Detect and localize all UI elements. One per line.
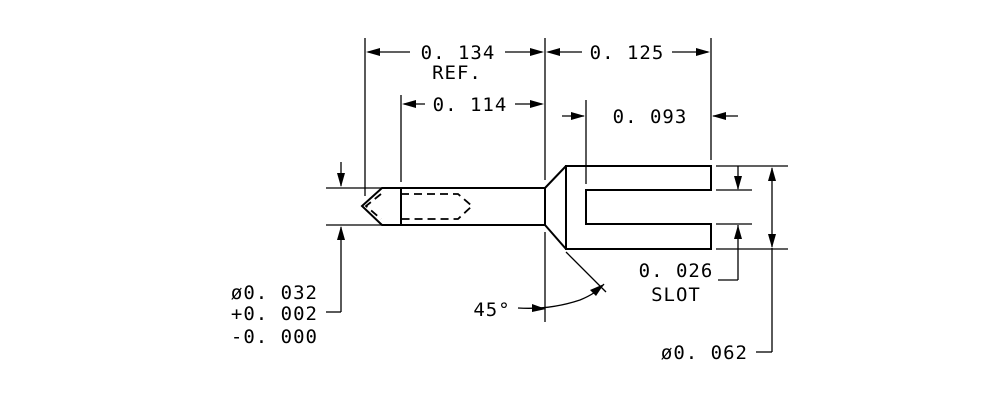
ref-length-value: 0. 134 — [421, 42, 496, 64]
dim-fork-length — [546, 48, 710, 56]
slot-label: SLOT — [651, 284, 701, 306]
extension-lines — [326, 38, 788, 322]
tolerance-plus-value: +0. 002 — [231, 303, 318, 325]
flare-upper — [544, 165, 567, 189]
hidden-bore — [401, 193, 474, 220]
fork-head — [565, 165, 712, 250]
tip-length-value: 0. 114 — [433, 94, 508, 116]
dim-angle — [517, 283, 605, 312]
hidden-bore-inner — [364, 193, 382, 220]
flare-lower — [544, 224, 567, 250]
tine-length-value: 0. 093 — [613, 106, 688, 128]
dim-ref-length — [366, 48, 544, 56]
fork-length-value: 0. 125 — [590, 42, 665, 64]
pin-diameter-value: ø0. 032 — [231, 282, 318, 304]
part-outline — [360, 165, 712, 250]
dim-pin-diameter — [326, 162, 345, 313]
dim-tip-length — [402, 100, 544, 108]
dim-tine-length — [562, 112, 738, 120]
angle-value: 45° — [473, 299, 510, 321]
dim-head-diameter — [756, 167, 776, 353]
head-diameter-value: ø0. 062 — [661, 342, 748, 364]
tolerance-minus-value: -0. 000 — [231, 326, 318, 348]
slot-width-value: 0. 026 — [639, 260, 714, 282]
ref-label: REF. — [432, 62, 482, 84]
dim-slot-width — [718, 166, 742, 281]
